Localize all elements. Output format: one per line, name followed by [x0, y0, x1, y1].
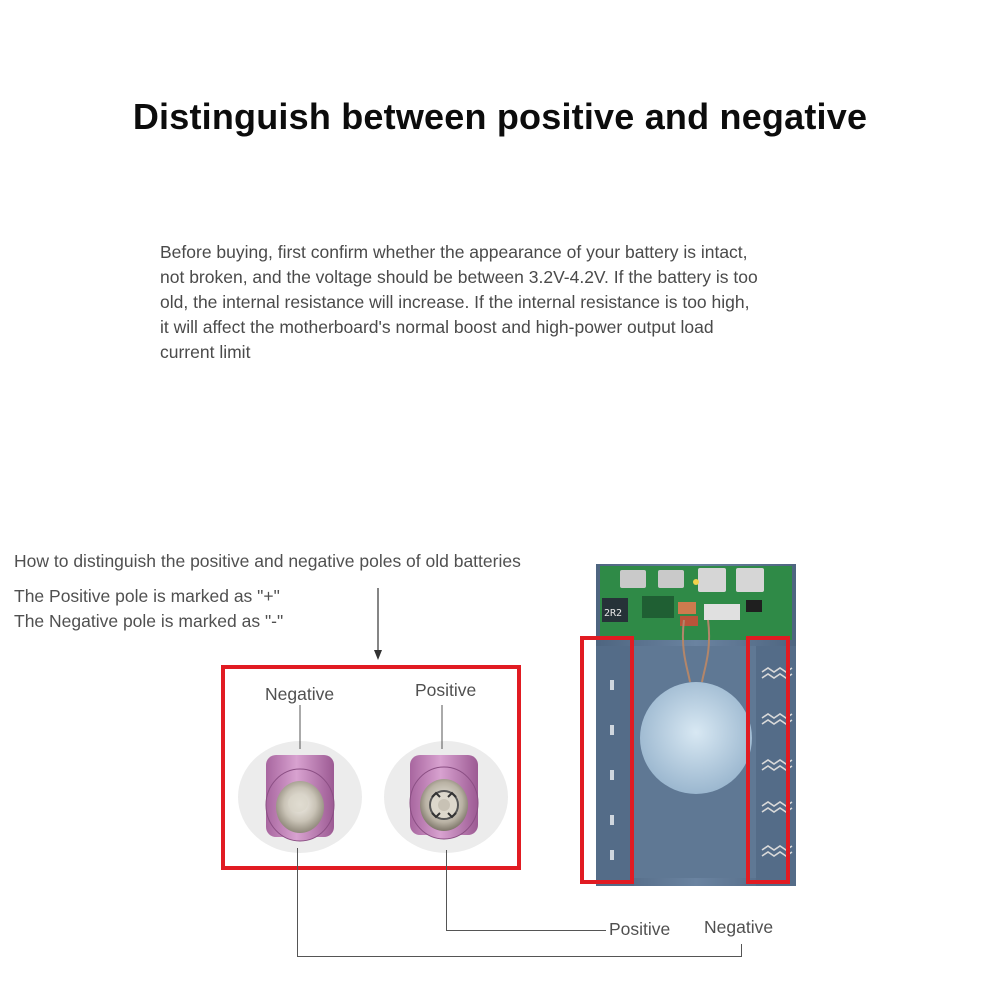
bottom-positive-label: Positive: [609, 919, 671, 939]
positive-connector-horizontal: [446, 930, 606, 931]
left-rail-highlight: [580, 636, 634, 884]
battery-highlight-box: [221, 665, 521, 870]
negative-connector-horizontal: [297, 956, 742, 957]
negative-rule: The Negative pole is marked as "-": [14, 611, 284, 631]
intro-line: old, the internal resistance will increa…: [160, 292, 750, 312]
intro-line: Before buying, first confirm whether the…: [160, 242, 748, 262]
power-bank-case: 2R2: [580, 564, 796, 886]
down-arrow-icon: [374, 588, 382, 660]
battery-positive-label: Positive: [415, 680, 477, 700]
intro-line: current limit: [160, 342, 251, 362]
howto-heading: How to distinguish the positive and nega…: [14, 551, 521, 571]
intro-line: it will affect the motherboard's normal …: [160, 317, 714, 337]
negative-connector-tick: [741, 944, 742, 957]
intro-line: not broken, and the voltage should be be…: [160, 267, 758, 287]
intro-paragraph: Before buying, first confirm whether the…: [160, 240, 860, 365]
negative-connector-vertical: [297, 848, 298, 956]
page-title: Distinguish between positive and negativ…: [132, 96, 868, 137]
positive-rule: The Positive pole is marked as "+": [14, 586, 280, 606]
positive-connector-vertical: [446, 850, 447, 930]
bottom-negative-label: Negative: [704, 917, 774, 937]
battery-negative-label: Negative: [265, 684, 335, 704]
right-rail-highlight: [746, 636, 790, 884]
battery-positive-end: [384, 705, 508, 853]
battery-negative-end: [238, 705, 362, 853]
pcb-silkscreen: 2R2: [604, 608, 622, 619]
